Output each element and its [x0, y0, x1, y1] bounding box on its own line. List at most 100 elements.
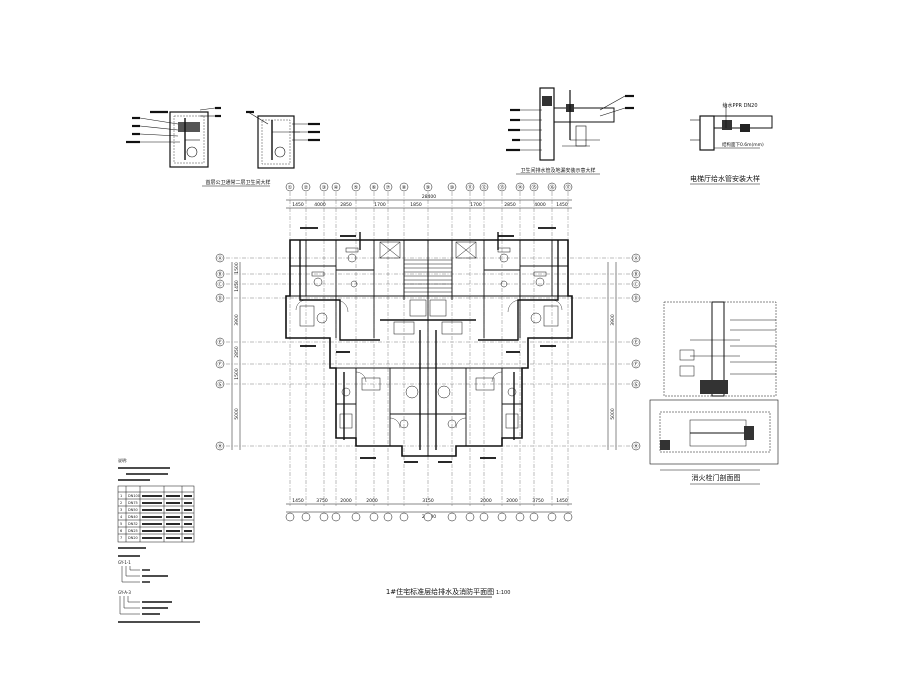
drain-detail-caption: 卫生间排水管及地漏安装示意大样	[520, 167, 595, 174]
bottom-dim-segment: 3150	[422, 498, 434, 504]
axis-label: Ⓒ	[217, 281, 222, 288]
floor-plan: 28400 28400 1450 4000 2850 1700 1850 170…	[215, 182, 641, 522]
bottom-dim-segment: 2000	[506, 498, 518, 504]
vertical-grid-lines	[289, 192, 569, 506]
axis-label: Ⓗ	[217, 443, 222, 450]
left-dim-value: 2850	[234, 346, 240, 358]
hydrant-section	[649, 301, 779, 485]
axis-label: Ⓓ	[217, 295, 222, 302]
left-dim-value: 3900	[234, 314, 240, 326]
bottom-dim-segment: 1450	[292, 498, 304, 504]
axis-label: ⑭	[517, 184, 522, 191]
axis-label: Ⓐ	[217, 255, 222, 262]
elevator-pipe-label: 给水PPR DN20	[722, 102, 757, 109]
axis-label: ⑮	[531, 184, 536, 191]
axis-label: ⑰	[565, 184, 570, 191]
top-dim-segment: 4000	[534, 202, 546, 208]
drain-detail-group	[506, 87, 634, 175]
top-dim-segment: 2850	[504, 202, 516, 208]
axis-label: ⑦	[386, 185, 391, 191]
axis-label: ⑬	[499, 184, 504, 191]
interior-partitions	[290, 240, 568, 456]
axis-label: ⑨	[426, 185, 430, 191]
bottom-dim-segment: 3750	[532, 498, 544, 504]
axis-label: Ⓑ	[633, 271, 638, 278]
bottom-dim-segment: 2000	[480, 498, 492, 504]
main-drawing-title: 1#住宅标准层给排水及消防平面图	[386, 587, 494, 596]
top-dim-segment: 1450	[556, 202, 568, 208]
bottom-dim-segment: 2000	[366, 498, 378, 504]
axis-label: Ⓔ	[217, 339, 222, 346]
bottom-dim-segment: 1450	[556, 498, 568, 504]
legend-row-size: DN100	[128, 494, 140, 498]
axis-label: ⑤	[354, 185, 358, 191]
left-dimension-values: 1500 1450 3900 2850 1500 5000 3900 5000	[234, 262, 616, 420]
top-dim-segment: 1850	[410, 202, 422, 208]
axis-label: ④	[334, 185, 339, 191]
axis-label: Ⓐ	[633, 255, 638, 262]
legend-row-size: DN50	[128, 508, 138, 512]
pipe-runs	[299, 232, 559, 450]
hydrant-section-caption: 消火栓门剖面图	[692, 473, 741, 482]
axis-label: ⑯	[549, 184, 554, 191]
axis-label: ⑧	[402, 185, 407, 191]
top-dim-segment: 1700	[374, 202, 386, 208]
legend-row-size: DN20	[128, 536, 138, 540]
top-axis-labels: ① ② ③ ④ ⑤ ⑥ ⑦ ⑧ ⑨ ⑩ ⑪ ⑫ ⑬ ⑭ ⑮ ⑯ ⑰	[288, 184, 571, 191]
stair-core	[379, 241, 477, 317]
legend-row-size: DN75	[128, 501, 138, 505]
top-dim-segment: 2850	[340, 202, 352, 208]
pipe-label-ticks	[300, 227, 556, 463]
legend-row-index: 1	[120, 494, 122, 498]
toilet-detail-caption: 首层公卫通常二层卫生间大样	[205, 179, 270, 186]
top-dim-segment: 1450	[292, 202, 304, 208]
axis-label: Ⓔ	[633, 339, 638, 346]
main-drawing-scale: 1:100	[496, 590, 510, 596]
axis-label: ③	[322, 185, 326, 191]
left-dim-value: 1450	[234, 280, 240, 292]
top-axis-bubbles	[285, 182, 573, 522]
top-dimension-segments: 1450 4000 2850 1700 1850 1700 2850 4000 …	[292, 202, 568, 208]
legend-riser-b: GY-A-3	[118, 590, 131, 595]
side-axis-labels: Ⓐ Ⓑ Ⓒ Ⓓ Ⓔ Ⓕ Ⓖ Ⓗ Ⓐ Ⓑ Ⓒ Ⓓ Ⓔ Ⓕ Ⓖ Ⓗ	[217, 255, 638, 450]
axis-label: ②	[304, 185, 309, 191]
side-axis-bubbles	[215, 253, 641, 451]
axis-label: Ⓑ	[217, 271, 222, 278]
axis-label: Ⓕ	[217, 361, 222, 368]
legend-header: 说明:	[118, 457, 127, 463]
building-walls	[285, 239, 573, 457]
bottom-dim-segment: 2000	[340, 498, 352, 504]
plumbing-fixtures	[299, 247, 559, 429]
axis-label: Ⓖ	[217, 381, 222, 388]
legend-row-index: 5	[120, 522, 122, 526]
legend-row-index: 3	[120, 508, 122, 512]
top-dim-segment: 1700	[470, 202, 482, 208]
legend-row-index: 6	[120, 529, 122, 533]
legend-row-size: DN32	[128, 522, 138, 526]
axis-label: Ⓒ	[633, 281, 638, 288]
legend-rows: 1 DN100 2 DN75 3 DN50 4 DN40 5 DN32 6 DN…	[120, 494, 140, 540]
left-dim-value: 5000	[234, 408, 240, 420]
axis-label: ⑪	[467, 184, 472, 191]
legend-block: 说明:	[117, 457, 200, 623]
axis-label: Ⓓ	[633, 295, 638, 302]
bottom-dimension-segments: 1450 3750 2000 2000 3150 2000 2000 3750 …	[292, 498, 568, 504]
axis-label: Ⓗ	[633, 443, 638, 450]
left-dim-value: 1500	[234, 368, 240, 380]
axis-label: ①	[288, 185, 293, 191]
left-dim-value: 1500	[234, 262, 240, 274]
legend-row-size: DN25	[128, 529, 138, 533]
legend-riser-a: GY-1-1	[118, 560, 131, 565]
axis-label: Ⓖ	[633, 381, 638, 388]
top-dim-segment: 4000	[314, 202, 326, 208]
top-overall-dimension: 28400	[422, 194, 436, 200]
legend-row-index: 4	[120, 515, 123, 519]
axis-label: ⑥	[372, 185, 377, 191]
right-dim-value: 3900	[610, 314, 616, 326]
toilet-detail-group	[126, 106, 320, 187]
right-dim-value: 5000	[610, 408, 616, 420]
legend-row-size: DN40	[128, 515, 138, 519]
elevator-level-label: 结构面下0.6m(mm)	[722, 141, 764, 148]
elevator-detail-group	[690, 104, 773, 151]
bottom-dim-segment: 3750	[316, 498, 328, 504]
